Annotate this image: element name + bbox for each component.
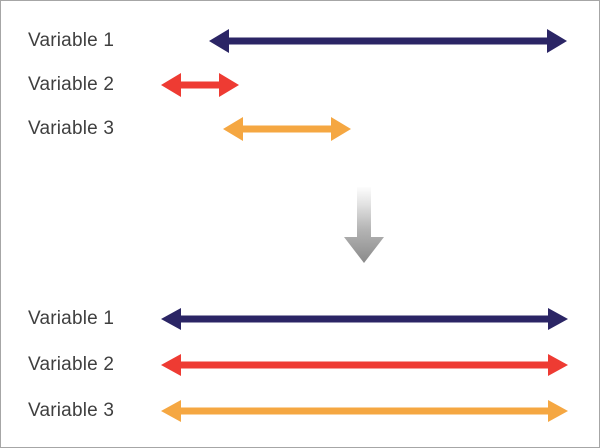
range-arrow-after-2	[161, 343, 568, 387]
variable-label-after-2: Variable 2	[28, 354, 115, 375]
down-arrow-icon	[344, 187, 384, 263]
range-arrow-after-3	[161, 389, 568, 433]
variable-row-after-2: Variable 2	[1, 343, 599, 387]
range-arrow-before-3	[223, 107, 351, 151]
range-arrow-before-2	[161, 63, 239, 107]
variable-row-before-3: Variable 3	[1, 107, 599, 151]
variable-row-before-2: Variable 2	[1, 63, 599, 107]
variable-row-before-1: Variable 1	[1, 19, 599, 63]
variable-label-before-2: Variable 2	[28, 74, 115, 95]
double-arrow-icon	[161, 354, 568, 376]
double-arrow-icon	[161, 73, 239, 97]
double-arrow-icon	[223, 117, 351, 141]
variable-label-after-1: Variable 1	[28, 308, 115, 329]
double-arrow-icon	[209, 29, 567, 53]
variable-group-after: Variable 1 Variable 2 Variable 3	[1, 297, 599, 433]
range-arrow-before-1	[209, 19, 567, 63]
variable-label-after-3: Variable 3	[28, 400, 115, 421]
double-arrow-icon	[161, 400, 568, 422]
variable-label-before-1: Variable 1	[28, 30, 115, 51]
variable-group-before: Variable 1 Variable 2 Variable 3	[1, 19, 599, 151]
transform-down-arrow	[342, 187, 386, 263]
double-arrow-icon	[161, 308, 568, 330]
variable-label-before-3: Variable 3	[28, 118, 115, 139]
variable-row-after-1: Variable 1	[1, 297, 599, 341]
range-arrow-after-1	[161, 297, 568, 341]
variable-row-after-3: Variable 3	[1, 389, 599, 433]
